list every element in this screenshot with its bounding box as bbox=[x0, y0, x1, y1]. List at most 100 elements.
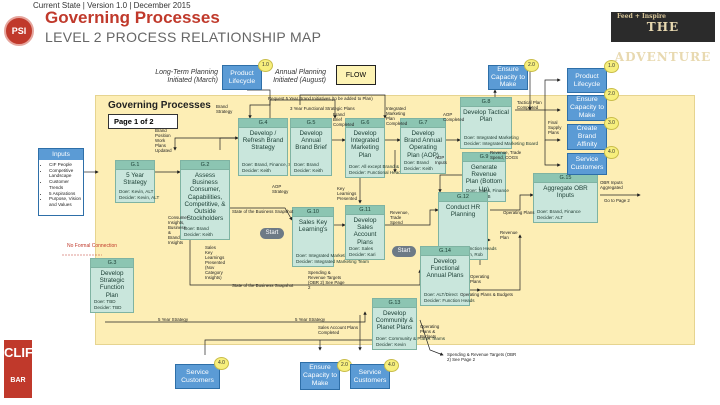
edge-label: Operating Plans bbox=[503, 210, 535, 215]
right-service-customers-box[interactable]: Service Customers bbox=[567, 153, 607, 175]
node-id: G.1 bbox=[116, 161, 154, 170]
node-name: Develop / Refresh Brand Strategy bbox=[242, 130, 284, 152]
edge-label: State of the Business Snapshot bbox=[232, 283, 294, 288]
edge-label: Revenue Plan bbox=[500, 230, 518, 241]
node-owner: Doer: Brand Decider: Keith bbox=[404, 160, 433, 171]
panel-title: Governing Processes bbox=[108, 100, 211, 111]
process-node-g10[interactable]: G.10 Sales Key Learning's Doer: Integrat… bbox=[292, 207, 369, 267]
node-id: G.4 bbox=[239, 119, 287, 128]
node-owner: Doer: ALT/Direct Decider: Function Heads bbox=[424, 292, 475, 303]
process-number-badge: 4.0 bbox=[214, 357, 229, 370]
edge-line bbox=[480, 234, 522, 291]
node-id: G.8 bbox=[461, 98, 511, 107]
node-owner: Doer: Kevin, ALT Decider: Kevin, ALT bbox=[119, 189, 160, 200]
edge-line bbox=[544, 140, 561, 167]
edge-line bbox=[219, 136, 239, 150]
bottom-ensure-capacity-box[interactable]: Ensure Capacity to Make bbox=[300, 362, 340, 390]
product-lifecycle-box[interactable]: Product Lifecycle bbox=[222, 65, 262, 90]
edge-label: Tactical Plan Completed bbox=[517, 100, 542, 111]
adventure-logo-tagline: Feed + Inspire bbox=[617, 13, 666, 20]
node-owner: Doer: Integrated Marketing Decider: Inte… bbox=[464, 135, 539, 146]
edge-label: Operating Plans & Budgets bbox=[460, 292, 513, 297]
process-node-g1[interactable]: G.1 5 Year Strategy Doer: Kevin, ALT Dec… bbox=[115, 160, 159, 203]
bottom-service-customers-box[interactable]: Service Customers bbox=[175, 364, 220, 389]
node-name: Develop Strategic Function Plan bbox=[99, 270, 125, 299]
node-id: G.3 bbox=[91, 259, 133, 268]
node-id: G.7 bbox=[401, 119, 445, 128]
edge-label: Request 5 Year Brand Initiatives (to be … bbox=[268, 96, 373, 101]
node-id: G.10 bbox=[293, 208, 333, 217]
node-name: Assess Business Consumer, Capabilities, … bbox=[184, 172, 226, 223]
edge-label: Final Supply Plans bbox=[548, 120, 562, 136]
node-name: 5 Year Strategy bbox=[123, 172, 147, 187]
edge-line bbox=[230, 207, 293, 221]
process-node-g13[interactable]: G.13 Develop Community & Planet Plans Do… bbox=[372, 298, 445, 350]
no-formal-connection-note: No Formal Connection bbox=[67, 243, 118, 249]
long-term-planning-label: Long-Term Planning Initiated (March) bbox=[155, 69, 218, 85]
start-marker: Start bbox=[392, 246, 416, 257]
node-name: Sales Key Learning's bbox=[298, 219, 328, 234]
version-info: Current State | Version 1.0 | December 2… bbox=[33, 1, 191, 10]
edge-line bbox=[382, 208, 439, 226]
bottom-service-customers-2-box[interactable]: Service Customers bbox=[350, 364, 390, 389]
edge-line bbox=[173, 137, 240, 151]
flow-legend: FLOW bbox=[336, 65, 376, 85]
bar-logo-text: BAR bbox=[10, 377, 26, 384]
node-id: G.6 bbox=[346, 119, 384, 128]
node-name: Develop Sales Account Plans bbox=[353, 217, 377, 246]
edge-line bbox=[419, 319, 444, 356]
edge-label: OBR Inputs Aggregated bbox=[600, 180, 623, 191]
inputs-box: Inputs CIF People Competitive Landscape … bbox=[38, 148, 84, 216]
edge-label: Integrated Marketing Plan Completed bbox=[386, 106, 408, 127]
process-node-g3[interactable]: G.3 Develop Strategic Function Plan Doer… bbox=[90, 258, 134, 313]
ensure-capacity-box[interactable]: Ensure Capacity to Make bbox=[488, 65, 528, 90]
node-owner: Doer: Brand Decider: Keith bbox=[294, 162, 323, 173]
right-ensure-capacity-box[interactable]: Ensure Capacity to Make bbox=[567, 95, 607, 121]
edge-line bbox=[438, 174, 462, 193]
inputs-item: Competitive Landscape bbox=[49, 168, 83, 179]
process-node-g8[interactable]: G.8 Develop Tactical Plan Doer: Integrat… bbox=[460, 97, 538, 149]
process-number-badge: 1.0 bbox=[604, 60, 619, 73]
edge-line bbox=[490, 193, 534, 211]
node-id: G.14 bbox=[421, 247, 469, 256]
edge-label: 5 Year Strategy bbox=[295, 317, 326, 322]
node-owner: Doer: TBD Decider: TBD bbox=[94, 299, 122, 310]
process-node-g6[interactable]: G.6 Develop Integrated Marketing Plan Do… bbox=[345, 118, 412, 178]
right-create-brand-box[interactable]: Create Brand Affinity bbox=[567, 124, 607, 150]
process-node-g2[interactable]: G.2 Assess Business Consumer, Capabiliti… bbox=[180, 160, 230, 240]
node-name: Develop Tactical Plan bbox=[463, 109, 509, 124]
process-node-g5[interactable]: G.5 Develop Annual Brand Brief Doer: Bra… bbox=[290, 118, 332, 176]
node-name: Develop Annual Brand Brief bbox=[295, 130, 327, 152]
edge-label: AOP Inputs bbox=[435, 155, 447, 166]
adventure-logo: Feed + Inspire THE ADVENTURE bbox=[611, 12, 715, 64]
process-number-badge: 2.0 bbox=[524, 59, 539, 72]
edge-label: 5 Year Strategy bbox=[158, 317, 189, 322]
process-node-g15[interactable]: G.15 Aggregate OBR Inputs Doer: Brand, F… bbox=[533, 173, 598, 223]
node-name: Develop Functional Annual Plans bbox=[426, 258, 464, 280]
page-indicator: Page 1 of 2 bbox=[108, 114, 178, 129]
node-id: G.15 bbox=[534, 174, 597, 183]
edge-label: Brand Strategy bbox=[216, 104, 233, 115]
process-node-g14[interactable]: G.14 Develop Functional Annual Plans Doe… bbox=[420, 246, 475, 306]
page-title: Governing Processes bbox=[45, 8, 220, 27]
inputs-item: 5 Aspirations bbox=[49, 191, 83, 197]
node-id: G.12 bbox=[439, 193, 487, 202]
process-number-badge: 2.0 bbox=[604, 88, 619, 101]
process-number-badge: 4.0 bbox=[604, 146, 619, 159]
edge-label: Spending & Revenue Targets (OBR 2) See P… bbox=[447, 352, 517, 363]
edge-label: Spending & Revenue Targets (OBR 2) See P… bbox=[308, 270, 345, 291]
edge-label: Operating Plans & Budgets bbox=[420, 324, 440, 340]
edge-label: Key Learnings Presented bbox=[337, 186, 358, 202]
edge-label: Go to Page 2 bbox=[604, 198, 630, 203]
node-owner: Doer: Brand Decider: Keith bbox=[184, 226, 213, 237]
edge-label: State of the Business Snapshot bbox=[232, 209, 294, 214]
inputs-title: Inputs bbox=[39, 149, 83, 160]
process-node-g11[interactable]: G.11 Develop Sales Account Plans Doer: S… bbox=[345, 205, 385, 260]
node-id: G.2 bbox=[181, 161, 229, 170]
annual-planning-label: Annual Planning Initiated (August) bbox=[273, 69, 326, 85]
node-owner: Doer: Community & Planet Teams Decider: … bbox=[376, 336, 446, 347]
right-product-lifecycle-box[interactable]: Product Lifecycle bbox=[567, 68, 607, 93]
process-node-g4[interactable]: G.4 Develop / Refresh Brand Strategy Doe… bbox=[238, 118, 300, 176]
process-node-g7[interactable]: G.7 Develop Brand Annual Operating Plan … bbox=[400, 118, 446, 174]
